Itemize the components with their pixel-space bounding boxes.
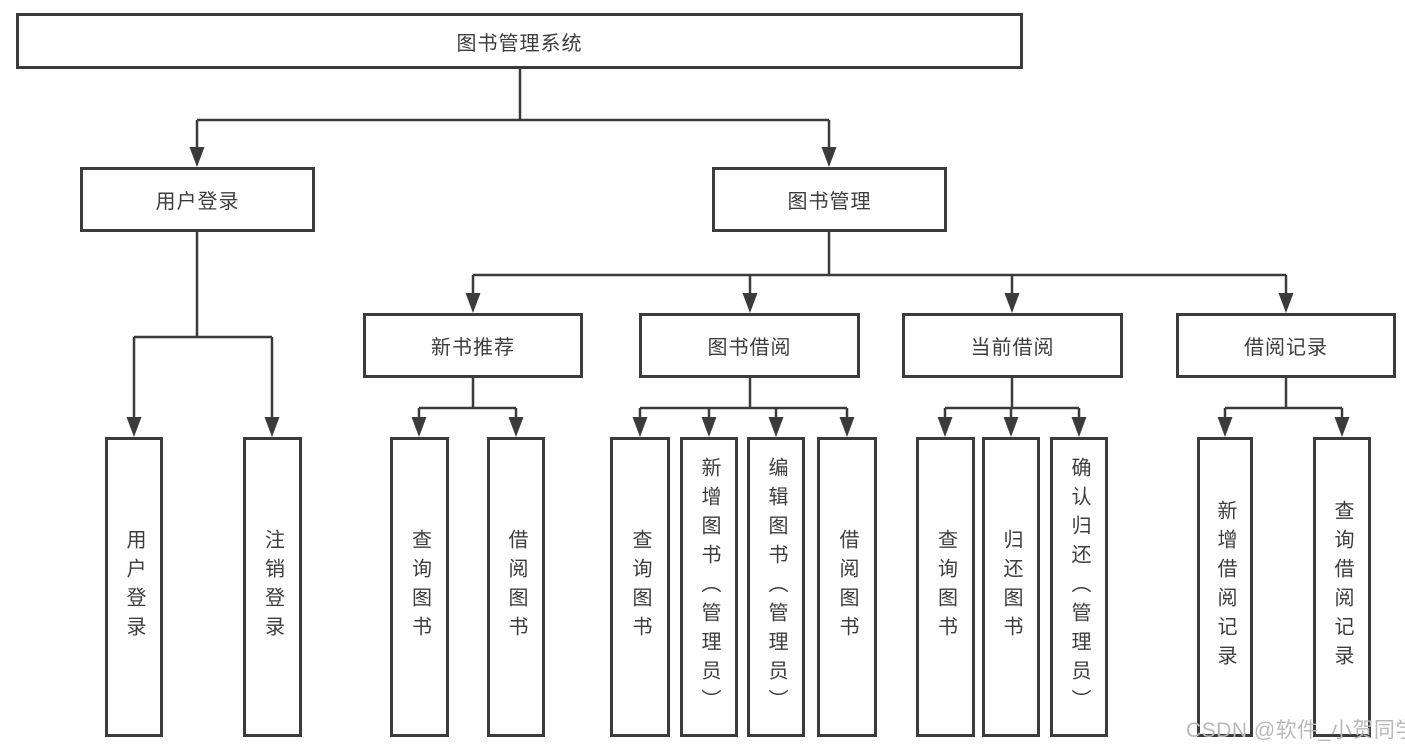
node-book-management: 图书管理: [712, 167, 947, 232]
node-book-borrow: 图书借阅: [639, 313, 860, 378]
leaf-query-borrow-record-label: 查询借阅记录: [1331, 500, 1353, 674]
leaf-query-borrow-record: 查询借阅记录: [1313, 437, 1371, 737]
node-book-management-label: 图书管理: [787, 191, 872, 213]
leaf-recommend-query-books-label: 查询图书: [408, 529, 431, 645]
connector-book-management-to-sections: [465, 232, 1294, 313]
leaf-current-query-books: 查询图书: [916, 437, 975, 737]
leaf-current-query-books-label: 查询图书: [934, 529, 957, 645]
node-current-borrow: 当前借阅: [902, 313, 1123, 378]
leaf-recommend-borrow-books: 借阅图书: [487, 437, 545, 737]
leaf-borrow-books-label: 借阅图书: [836, 529, 858, 645]
node-new-book-recommend: 新书推荐: [363, 313, 583, 378]
node-current-borrow-label: 当前借阅: [970, 337, 1055, 359]
node-borrow-records-label: 借阅记录: [1244, 337, 1328, 359]
leaf-add-borrow-record-label: 新增借阅记录: [1214, 500, 1236, 674]
leaf-borrow-query-books: 查询图书: [610, 437, 670, 737]
connector-user-login-to-leaves: [126, 232, 280, 437]
leaf-confirm-return-admin-label: 确认归还（管理员）: [1068, 456, 1090, 718]
connector-new-book-recommend-to-leaves: [411, 378, 524, 437]
leaf-logout: 注销登录: [243, 437, 302, 737]
leaf-return-books-label: 归还图书: [1000, 529, 1022, 645]
node-root-label: 图书管理系统: [456, 32, 583, 55]
node-book-borrow-label: 图书借阅: [707, 337, 792, 359]
leaf-user-login: 用户登录: [105, 437, 163, 737]
watermark: CSDN @软件_小贺同学: [1186, 719, 1405, 742]
leaf-add-books-admin-label: 新增图书（管理员）: [698, 456, 720, 718]
connector-root-to-branches: [189, 69, 837, 167]
node-user-login-label: 用户登录: [155, 191, 240, 213]
node-user-login: 用户登录: [80, 167, 315, 232]
node-new-book-recommend-label: 新书推荐: [431, 337, 515, 359]
leaf-add-borrow-record: 新增借阅记录: [1197, 437, 1253, 737]
leaf-recommend-query-books: 查询图书: [390, 437, 449, 737]
leaf-borrow-books: 借阅图书: [817, 437, 877, 737]
leaf-recommend-borrow-books-label: 借阅图书: [505, 529, 527, 645]
node-root: 图书管理系统: [16, 13, 1023, 69]
leaf-add-books-admin: 新增图书（管理员）: [680, 437, 738, 737]
leaf-confirm-return-admin: 确认归还（管理员）: [1050, 437, 1108, 737]
leaf-return-books: 归还图书: [982, 437, 1040, 737]
leaf-borrow-query-books-label: 查询图书: [629, 529, 651, 645]
leaf-logout-label: 注销登录: [261, 529, 284, 645]
connector-book-borrow-to-leaves: [632, 378, 855, 437]
connector-borrow-records-to-leaves: [1217, 378, 1350, 437]
node-borrow-records: 借阅记录: [1176, 313, 1396, 378]
leaf-user-login-label: 用户登录: [123, 529, 145, 645]
leaf-edit-books-admin-label: 编辑图书（管理员）: [765, 456, 787, 718]
leaf-edit-books-admin: 编辑图书（管理员）: [747, 437, 805, 737]
connector-current-borrow-to-leaves: [937, 378, 1087, 437]
